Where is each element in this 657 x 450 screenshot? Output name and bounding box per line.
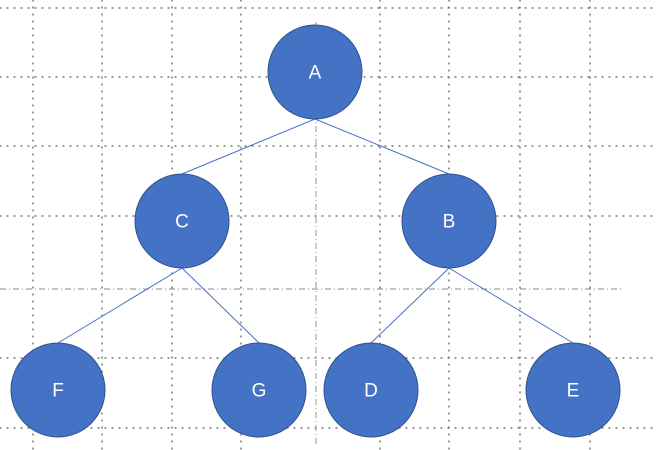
node-d: D	[323, 342, 419, 438]
edge-a-b	[314, 118, 450, 175]
node-label: F	[52, 381, 64, 402]
node-g: G	[211, 342, 307, 438]
edge-c-g	[181, 267, 260, 344]
node-circle	[525, 342, 621, 438]
node-a: A	[267, 24, 363, 120]
node-c: C	[134, 173, 230, 269]
node-label: D	[364, 381, 378, 402]
node-label: E	[567, 381, 580, 402]
node-circle	[323, 342, 419, 438]
node-circle	[211, 342, 307, 438]
node-label: A	[309, 63, 322, 84]
node-label: B	[443, 212, 456, 233]
edge-b-d	[370, 267, 450, 344]
node-f: F	[10, 342, 106, 438]
node-label: G	[252, 381, 267, 402]
node-circle	[10, 342, 106, 438]
edge-a-c	[181, 118, 316, 175]
edge-b-e	[448, 267, 574, 344]
node-circle	[401, 173, 497, 269]
node-circle	[134, 173, 230, 269]
node-b: B	[401, 173, 497, 269]
node-e: E	[525, 342, 621, 438]
node-label: C	[175, 212, 189, 233]
tree-nodes: A C B F G D E	[10, 24, 621, 438]
tree-edges	[57, 118, 574, 344]
node-circle	[267, 24, 363, 120]
edge-c-f	[57, 267, 183, 344]
